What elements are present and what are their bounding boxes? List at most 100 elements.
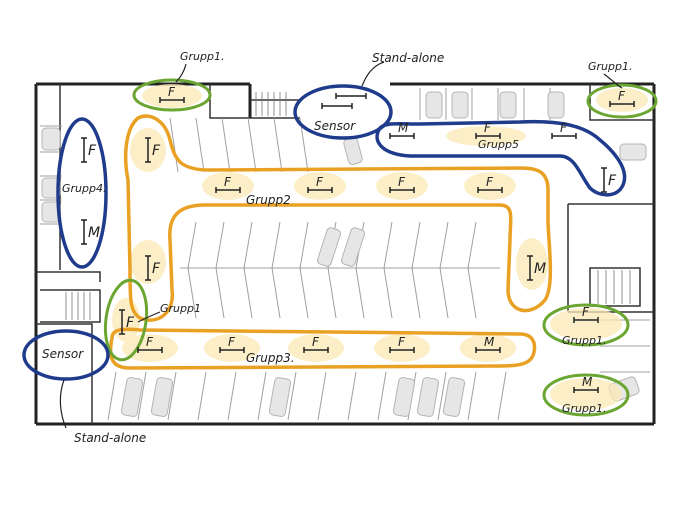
light-fixture-g4-1: F (81, 137, 97, 163)
label-standalone-top: Stand-alone (372, 51, 444, 65)
car (416, 377, 440, 417)
stair-hatch-left (65, 292, 91, 320)
label-grupp2: Grupp2 (246, 193, 291, 207)
car (425, 91, 443, 119)
fixture-letter: M (534, 261, 546, 277)
car (392, 377, 416, 417)
building-walls (34, 82, 656, 426)
label-sensor-top: Sensor (314, 119, 356, 133)
light-fixture-g5-1: M (389, 121, 415, 139)
fixture-letter: F (618, 89, 626, 103)
fixture-letter: F (398, 175, 406, 189)
grupp3-loop (108, 327, 537, 370)
car (499, 91, 517, 119)
grupp2-loop (123, 114, 553, 322)
car (41, 177, 61, 199)
light-fixture-g5-2: F (475, 121, 501, 139)
label-grupp3: Grupp3. (246, 351, 295, 365)
label-grupp5: Grupp5 (478, 138, 519, 151)
fixture-letter: F (152, 143, 161, 159)
grupp1-outline-mid-left (103, 278, 149, 362)
light-fixture-g5-3: F (551, 121, 577, 139)
fixture-letter: M (398, 121, 409, 135)
fixture-letter: F (560, 121, 568, 135)
label-grupp1-top-left: Grupp1. (180, 50, 224, 63)
fixture-letter: F (146, 335, 154, 349)
car (150, 377, 174, 417)
car (442, 377, 466, 417)
label-standalone-bottom: Stand-alone (74, 431, 146, 445)
standalone-sensor-outline-top (293, 84, 393, 140)
label-grupp1-right-bottom: Grupp1. (562, 402, 606, 415)
light-fixture-g3-4: F (389, 335, 415, 353)
light-fixture-g1-right-bottom: M (573, 375, 599, 393)
car (317, 227, 341, 267)
fixture-letter: M (484, 335, 495, 349)
fixture-letter: F (152, 261, 161, 277)
label-sensor-bottom: Sensor (42, 347, 84, 361)
light-fixture-g5-4: F (601, 167, 617, 193)
grupp1-outline-right-mid (542, 303, 630, 347)
light-fixture-g2-2: F (215, 175, 241, 193)
light-fixture-g1-right-mid: F (573, 305, 599, 323)
light-fixture-g3-3: F (303, 335, 329, 353)
label-grupp4: Grupp4. (62, 182, 106, 195)
label-grupp1-mid-left: Grupp1 (160, 302, 201, 315)
top-ramp-wall (250, 99, 300, 119)
light-fixture-g3-2: F (219, 335, 245, 353)
left-lower-room (36, 323, 93, 424)
fixture-letter: F (582, 305, 590, 319)
label-grupp1-top-right: Grupp1. (588, 60, 632, 73)
grupp5-outline (375, 119, 627, 197)
fixture-letter: F (316, 175, 324, 189)
light-fixture-g2-6: F (145, 255, 161, 281)
car (41, 127, 61, 151)
fixture-letter: F (484, 121, 492, 135)
grupp1-outline-top-left (132, 78, 212, 112)
light-fixture-g1-top-left: F (159, 85, 185, 103)
standalone-sensor-outline-bottom (22, 329, 110, 381)
fixture-letter: F (398, 335, 406, 349)
car (341, 227, 365, 267)
right-stair (589, 267, 641, 307)
fixture-letter: F (486, 175, 494, 189)
top-left-room (209, 84, 250, 119)
handwritten-labels: Grupp1. Stand-alone Grupp1. Sensor Grupp… (42, 50, 632, 445)
car (120, 377, 144, 417)
light-fixture-g2-1: F (145, 137, 161, 163)
label-grupp1-right-mid: Grupp1. (562, 334, 606, 347)
car (268, 377, 292, 417)
light-fixture-g3-5: M (475, 335, 501, 353)
car (547, 91, 565, 119)
fixture-letter: F (608, 173, 617, 189)
grupp1-outline-top-right (586, 83, 658, 119)
leader-lines (59, 61, 623, 429)
light-fixture-g3-1: F (137, 335, 163, 353)
fixture-letter: F (168, 85, 176, 99)
right-core-wall (567, 203, 654, 313)
fixture-letter: F (88, 143, 97, 159)
car (619, 143, 647, 161)
light-fixture-g2-3: F (307, 175, 333, 193)
car (451, 91, 469, 119)
light-fixture-g2-7: M (527, 255, 546, 281)
fixture-letter: M (88, 225, 100, 241)
light-fixture-g2-4: F (389, 175, 415, 193)
sensor-symbols (321, 93, 367, 109)
fixture-letter: F (228, 335, 236, 349)
light-fixture-g1-top-right: F (609, 89, 635, 107)
light-fixture-g2-5: F (477, 175, 503, 193)
grupp1-outline-right-bottom (542, 373, 630, 417)
stair-hatch-right (597, 270, 631, 304)
fixture-letter: F (312, 335, 320, 349)
fixture-letter: F (224, 175, 232, 189)
grupp4-outline (56, 117, 108, 269)
light-fixture-g4-2: M (81, 219, 100, 245)
fixture-letter: M (582, 375, 593, 389)
fixture-letter: F (126, 315, 135, 331)
left-room-wall (36, 271, 101, 282)
left-room-stair (40, 289, 101, 323)
car (343, 137, 363, 165)
